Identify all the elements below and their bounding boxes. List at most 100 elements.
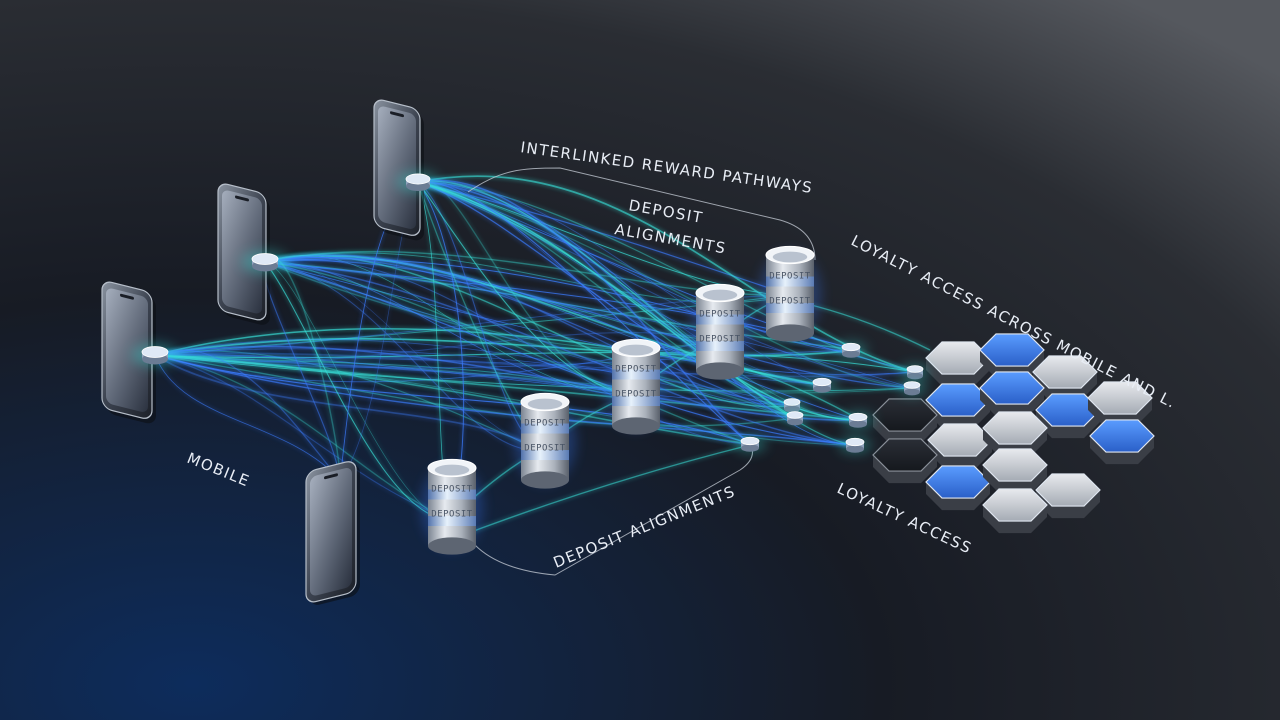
hexagon-tile-icon [1090, 436, 1154, 465]
database-cylinder-icon [766, 324, 814, 342]
node-disc-icon [786, 411, 804, 419]
pathway-stream [264, 261, 751, 445]
smartphone-icon [305, 461, 360, 605]
pathway-stream [264, 259, 913, 389]
cylinder-band [612, 396, 660, 407]
pathway-stream [154, 349, 341, 481]
node-disc-icon [741, 444, 759, 452]
database-cylinder-icon [527, 398, 563, 410]
pathway-stream [264, 255, 793, 408]
node-disc-icon [405, 173, 431, 185]
cylinder-deposit-text: DEPOSIT [615, 365, 657, 375]
hexagon-tile-icon [1088, 398, 1152, 427]
database-cylinder-icon [521, 471, 569, 489]
cylinder-deposit-text: DEPOSIT [431, 510, 473, 520]
database-cylinder-icon [696, 362, 744, 380]
cylinder-deposit-text: DEPOSIT [769, 272, 811, 282]
hexagon-tile-icon [1036, 410, 1100, 439]
pathway-stream [264, 261, 796, 419]
pathway-stream [154, 354, 751, 445]
hexagon-tile-icon [979, 371, 1045, 405]
hexagon-tile-icon [982, 411, 1048, 445]
pathway-stream [264, 261, 856, 446]
hexagon-tile-icon [982, 488, 1048, 522]
database-cylinder-icon [702, 289, 738, 301]
database-cylinder-icon [766, 255, 814, 333]
pathway-stream [154, 348, 793, 406]
smartphone-icon [217, 183, 270, 325]
cylinder-band [696, 341, 744, 352]
reward-pathway-streams [154, 175, 931, 541]
hexagon-tile-icon [980, 350, 1044, 379]
database-cylinder-icon [612, 348, 660, 426]
database-cylinder-icon [772, 251, 808, 263]
node-disc-icon [784, 405, 800, 413]
hexagon-tile-icon [928, 440, 992, 469]
database-cylinder-icon [696, 293, 744, 371]
database-cylinder-icon [521, 402, 569, 480]
pathway-stream [154, 352, 916, 378]
hexagon-tile-icon [926, 358, 990, 387]
node-disc-icon [903, 381, 921, 389]
node-disc-icon [907, 372, 923, 380]
cylinder-band [766, 303, 814, 314]
cylinder-band [521, 450, 569, 461]
cylinder-deposit-text: DEPOSIT [769, 297, 811, 307]
hexagon-tile-icon [872, 438, 938, 472]
pathway-stream [417, 181, 913, 389]
pathway-stream [154, 339, 796, 419]
database-cylinder-icon [428, 468, 476, 546]
pathway-stream [417, 181, 791, 296]
node-disc-icon [783, 398, 801, 406]
smartphone-icon [373, 99, 424, 241]
database-cylinder-icon [618, 344, 654, 356]
node-disc-icon [841, 342, 861, 352]
cylinder-deposit-text: DEPOSIT [431, 485, 473, 495]
cylinder-band [428, 516, 476, 527]
pathway-stream [417, 181, 541, 451]
label-leader-lines [467, 167, 816, 576]
hexagon-tile-icon [926, 400, 990, 429]
hexagon-tile-icon [873, 455, 937, 484]
pathway-stream [154, 354, 451, 521]
hexagon-tile-icon [925, 465, 991, 499]
pathway-stream [417, 180, 856, 446]
cylinder-deposit-text: DEPOSIT [615, 390, 657, 400]
pathway-stream [417, 181, 913, 389]
pathway-stream [154, 354, 751, 445]
pathway-stream [417, 179, 751, 445]
cylinder-band [696, 314, 744, 325]
node-disc-icon [812, 377, 832, 387]
pathway-stream [264, 256, 859, 421]
hexagon-tile-icon [1035, 393, 1101, 427]
cylinder-deposit-text: DEPOSIT [524, 419, 566, 429]
pathway-stream [264, 261, 916, 375]
hexagon-tile-icon [872, 398, 938, 432]
loyalty-hex-grid [872, 333, 1155, 534]
cylinder-deposit-text: DEPOSIT [524, 444, 566, 454]
node-disc-icon [842, 350, 860, 358]
pathway-stream [154, 354, 913, 394]
hexagon-tile-icon [925, 341, 991, 375]
node-disc-icon [849, 420, 867, 428]
hexagon-tile-icon [927, 423, 993, 457]
hexagon-tile-icon [926, 482, 990, 511]
hexagon-tile-icon [1087, 381, 1153, 415]
node-disc-icon [904, 388, 920, 396]
node-disc-icon [845, 437, 865, 447]
leader-line-deposit-bottom [474, 447, 753, 576]
hexagon-tile-icon [982, 448, 1048, 482]
hexagon-tile-icon [925, 383, 991, 417]
database-cylinder-icon [434, 464, 470, 476]
pathway-stream [154, 345, 859, 421]
hexagon-tile-icon [1033, 372, 1097, 401]
connector-nodes [131, 171, 930, 454]
deposit-cylinders: DEPOSIT DEPOSIT DEPOSIT DEPOSIT DEPOSIT DEPOS… [420, 245, 822, 555]
database-cylinder-icon [612, 417, 660, 435]
pathway-stream [154, 354, 451, 521]
cylinder-band [766, 276, 814, 287]
smartphone-icon [101, 281, 156, 424]
pathway-stream [449, 444, 751, 541]
pathway-stream [154, 354, 633, 396]
